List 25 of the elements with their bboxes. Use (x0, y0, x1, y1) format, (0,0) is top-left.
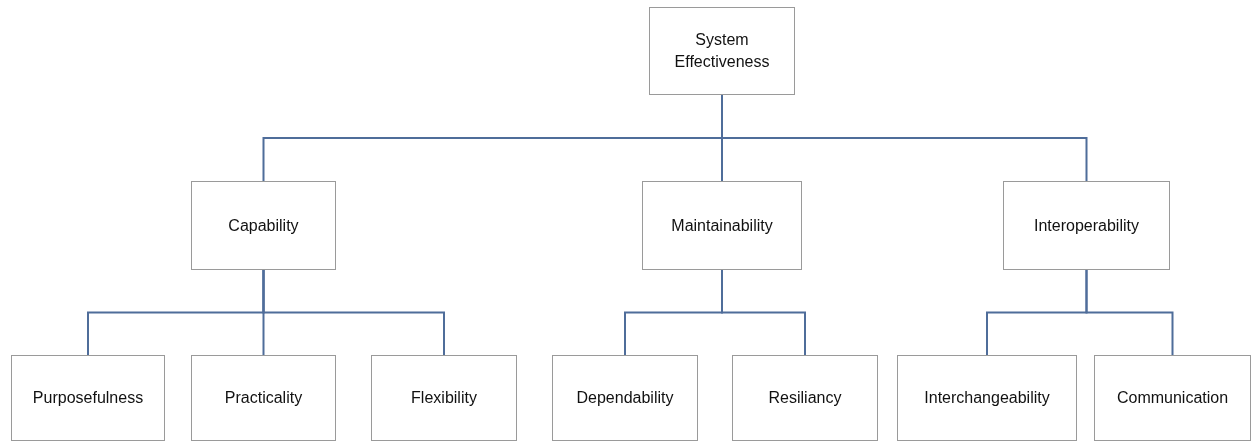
box-label: Interchangeability (923, 388, 1051, 409)
box-label: Flexibility (410, 388, 478, 409)
connector-line (721, 269, 806, 356)
box-label: Interoperability (1033, 215, 1140, 236)
hierarchy-box (642, 181, 802, 270)
hierarchy-box (649, 7, 795, 95)
hierarchy-box (1003, 181, 1170, 270)
box-label: Resiliancy (767, 388, 843, 409)
box-label: Practicality (223, 388, 304, 409)
hierarchy-box (897, 355, 1077, 441)
box-label: Communication (1115, 388, 1230, 409)
hierarchy-box (552, 355, 698, 441)
box-label: System Effectiveness (673, 30, 771, 72)
box-label: Purposefulness (31, 388, 145, 409)
hierarchy-box (191, 181, 336, 270)
box-label: Maintainability (670, 215, 774, 236)
hierarchy-box (732, 355, 878, 441)
hierarchy-box (371, 355, 517, 441)
connector-line (262, 269, 445, 356)
box-label: Capability (227, 215, 300, 236)
hierarchy-box (11, 355, 165, 441)
box-label: Dependability (575, 388, 675, 409)
hierarchy-box (1094, 355, 1251, 441)
hierarchy-box (191, 355, 336, 441)
connector-line (1085, 269, 1174, 356)
